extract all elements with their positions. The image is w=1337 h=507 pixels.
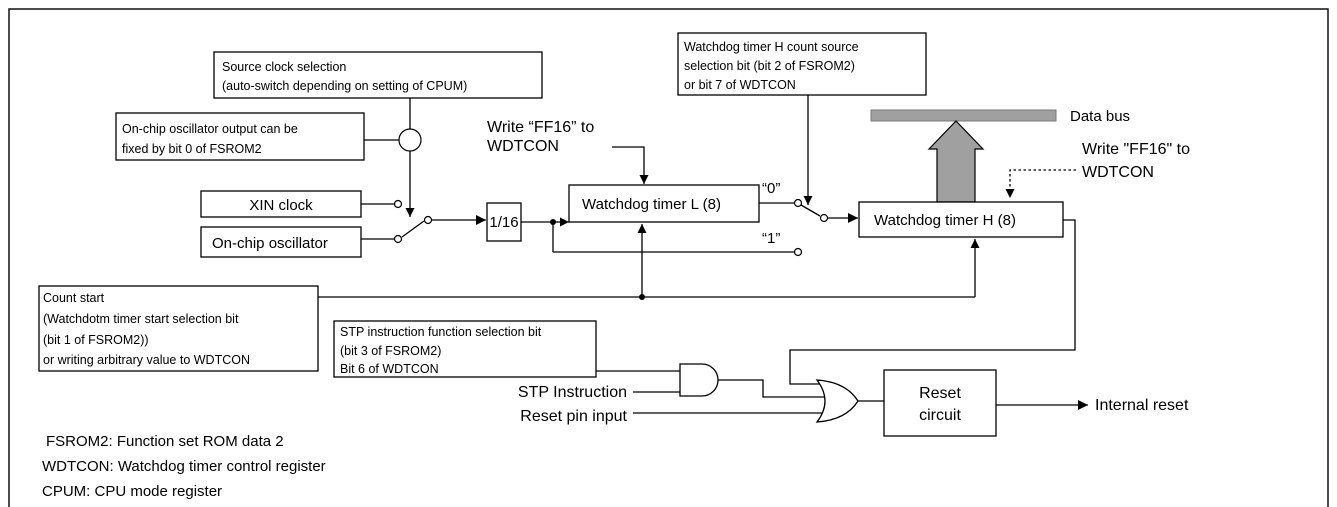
- xin-clock-box: [200, 190, 362, 218]
- onchip-fix-note-line1: On-chip oscillator output can be: [122, 122, 298, 136]
- stp-instruction-label: STP Instruction: [518, 384, 627, 401]
- source-clock-selection-line2: (auto-switch depending on setting of CPU…: [222, 79, 467, 93]
- divider-box: [486, 202, 522, 242]
- write-ff16-h-line2: WDTCON: [1082, 164, 1154, 181]
- wdt-h-source-selection-line3: or bit 7 of WDTCON: [684, 78, 796, 92]
- or-gate: [815, 379, 859, 423]
- data-bus-bar: [870, 109, 1057, 122]
- legend-line-cpum: CPUM: CPU mode register: [42, 483, 222, 500]
- wdth-output-wire: [789, 219, 1076, 385]
- stp-selection-line3: Bit 6 of WDTCON: [340, 362, 439, 376]
- watchdog-timer-h-label: Watchdog timer H (8): [874, 212, 1016, 229]
- count-start-line4: or writing arbitrary value to WDTCON: [43, 353, 250, 367]
- data-bus-label: Data bus: [1070, 108, 1130, 125]
- onchip-switch-pin: [393, 234, 403, 244]
- onchip-fix-note-box: [115, 112, 365, 161]
- write-ff16-h-arrow: [1005, 169, 1076, 198]
- reset-circuit-line2: circuit: [919, 407, 961, 424]
- divider-label: 1/16: [489, 214, 518, 231]
- stp-selection-line2: (bit 3 of FSROM2): [340, 344, 441, 358]
- stp-selection-box: [333, 320, 597, 378]
- clock-selector-common-pin: [423, 215, 433, 225]
- count-start-box: [38, 285, 319, 372]
- onchip-oscillator-box: [200, 226, 362, 258]
- count-start-line2: (Watchdotm timer start selection bit: [43, 312, 239, 326]
- write-ff16-l-arrow: [612, 146, 649, 184]
- watchdog-timer-l-label: Watchdog timer L (8): [582, 196, 721, 213]
- wdt-h-source-switch-blade: [800, 204, 821, 217]
- data-bus-arrow: [927, 120, 985, 203]
- source-clock-selection-line1: Source clock selection: [222, 60, 346, 74]
- write-ff16-h-line1: Write "FF16" to: [1082, 141, 1190, 158]
- wdt-h-source-selection-line1: Watchdog timer H count source: [684, 40, 859, 54]
- sel-0-label: “0”: [762, 180, 780, 197]
- and-gate: [679, 363, 719, 397]
- onchip-oscillator-label: On-chip oscillator: [212, 235, 328, 252]
- onchip-fix-note-line2: fixed by bit 0 of FSROM2: [122, 142, 262, 156]
- sel-0-pin: [793, 198, 803, 208]
- xin-switch-pin: [393, 199, 403, 209]
- write-ff16-l-line2: WDTCON: [487, 138, 559, 155]
- stp-selection-line1: STP instruction function selection bit: [340, 325, 542, 339]
- count-start-line1: Count start: [43, 291, 105, 305]
- sel-1-label: “1”: [762, 230, 780, 247]
- reset-pin-input-label: Reset pin input: [520, 408, 627, 425]
- wdt-h-source-common-pin: [819, 213, 829, 223]
- and-output-wire: [718, 379, 826, 398]
- wdt-h-source-selection-box: [677, 32, 927, 96]
- sel-1-pin: [793, 247, 803, 257]
- internal-reset-label: Internal reset: [1095, 397, 1189, 414]
- reset-circuit-box: [883, 369, 997, 437]
- wdt-h-source-selection-line2: selection bit (bit 2 of FSROM2): [684, 59, 855, 73]
- legend-line-wdtcon: WDTCON: Watchdog timer control register: [42, 458, 326, 475]
- clock-selector-switch-blade: [401, 220, 425, 238]
- xin-clock-label: XIN clock: [249, 197, 313, 214]
- source-clock-selection-box: [213, 51, 543, 99]
- reset-circuit-line1: Reset: [919, 385, 961, 402]
- write-ff16-l-line1: Write “FF16” to: [487, 119, 594, 136]
- onchip-fix-circle: [398, 128, 422, 152]
- legend-line-fsrom2: FSROM2: Function set ROM data 2: [46, 433, 284, 450]
- count-start-line3: (bit 1 of FSROM2)): [43, 333, 149, 347]
- outer-frame: [8, 8, 1329, 507]
